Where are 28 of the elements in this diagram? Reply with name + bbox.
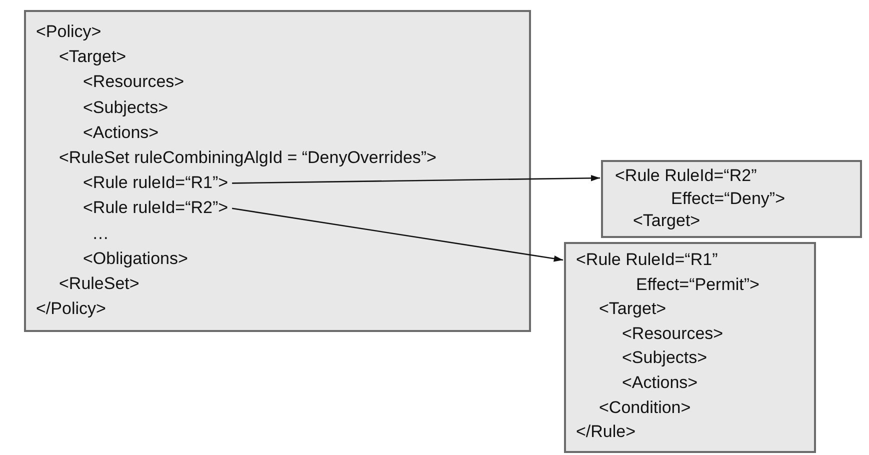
code-line: Effect=“Deny”>: [671, 188, 786, 210]
code-line: <RuleSet ruleCombiningAlgId = “DenyOverrides”>: [59, 147, 436, 169]
code-line: …: [92, 222, 109, 245]
code-line: <Target>: [599, 298, 666, 320]
code-card: [564, 242, 816, 453]
code-line: <Subjects>: [83, 96, 168, 119]
code-line: <Condition>: [599, 396, 691, 419]
arrow: [232, 174, 600, 184]
code-line: <Target>: [59, 46, 126, 68]
code-line: <Obligations>: [83, 248, 188, 270]
code-line: </Policy>: [36, 298, 106, 320]
code-line: <Rule ruleId=“R2”>: [83, 197, 228, 220]
arrow: [232, 208, 564, 262]
code-line: <Policy>: [36, 21, 102, 43]
code-line: <Rule RuleId=“R2”: [615, 165, 757, 187]
code-line: <Resources>: [622, 322, 724, 345]
code-line: <Resources>: [83, 71, 184, 94]
code-line: <Actions>: [83, 122, 159, 144]
code-line: <Actions>: [622, 372, 698, 394]
code-line: </Rule>: [576, 421, 636, 444]
code-panel: [24, 10, 531, 332]
code-line: <Target>: [633, 210, 700, 232]
code-line: <RuleSet>: [59, 273, 140, 295]
code-line: <Subjects>: [622, 347, 708, 370]
code-line: Effect=“Permit”>: [636, 274, 760, 296]
code-line: <Rule ruleId=“R1”>: [83, 172, 228, 194]
code-line: <Rule RuleId=“R1”: [576, 249, 718, 271]
code-card: [601, 160, 862, 238]
